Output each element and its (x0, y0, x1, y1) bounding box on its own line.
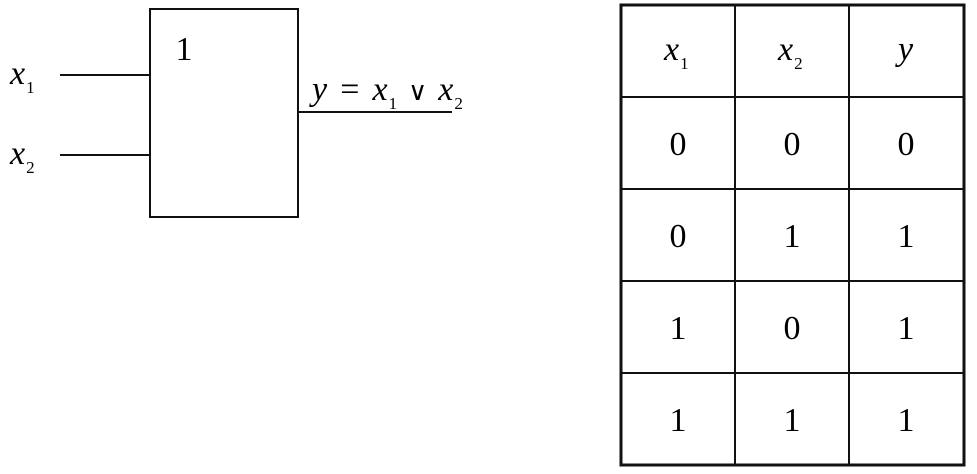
table-cell: 0 (784, 310, 801, 347)
gate-box (149, 8, 299, 218)
truth-table: x1 x2 y 0 0 0 0 1 1 1 0 1 1 1 1 (619, 3, 966, 467)
table-cell: 0 (784, 126, 801, 163)
table-cell: 1 (670, 402, 687, 439)
table-header-x1: x1 (663, 31, 689, 73)
table-cell: 1 (898, 218, 915, 255)
table-grid (621, 5, 964, 465)
table-cell: 0 (898, 126, 915, 163)
input-label-x2: x2 (9, 135, 35, 177)
input-label-x1: x1 (9, 55, 35, 97)
table-cell: 0 (670, 126, 687, 163)
table-header-x2: x2 (777, 31, 803, 73)
table-cell: 1 (670, 310, 687, 347)
table-frame (619, 3, 966, 467)
table-cell: 1 (898, 402, 915, 439)
table-cell: 1 (784, 402, 801, 439)
table-cell: 0 (670, 218, 687, 255)
or-gate: 1 x1 x2 y = x1 ∨ x2 (9, 8, 463, 218)
table-header-y: y (895, 31, 914, 68)
output-formula: y = x1 ∨ x2 (309, 71, 463, 113)
table-cell: 1 (784, 218, 801, 255)
table-cell: 1 (898, 310, 915, 347)
gate-label: 1 (176, 31, 193, 68)
